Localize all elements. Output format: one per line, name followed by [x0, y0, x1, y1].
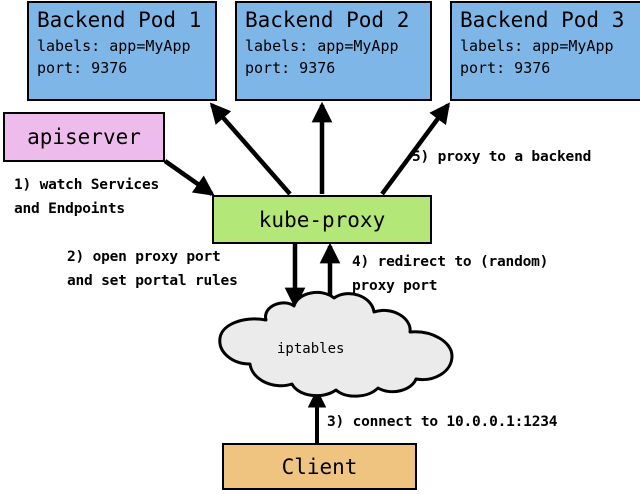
- node-client[interactable]: Client: [222, 443, 417, 490]
- pod-1-port: port: 9376: [37, 59, 128, 77]
- pod-3-port: port: 9376: [460, 59, 551, 77]
- kube-proxy-label: kube-proxy: [258, 207, 386, 232]
- edge-label-step5: 5) proxy to a backend: [412, 149, 592, 165]
- node-backend-pod-2[interactable]: Backend Pod 2 labels: app=MyApp port: 93…: [235, 1, 432, 101]
- edge-label-step1-line2: and Endpoints: [14, 201, 125, 217]
- edge-label-step2-line2: and set portal rules: [67, 273, 238, 289]
- edge-apiserver-to-kubeproxy: [163, 159, 215, 196]
- node-backend-pod-1[interactable]: Backend Pod 1 labels: app=MyApp port: 93…: [27, 1, 217, 101]
- pod-2-title: Backend Pod 2: [245, 8, 410, 32]
- edge-label-step3: 3) connect to 10.0.0.1:1234: [327, 414, 558, 430]
- edge-label-step4-line1: 4) redirect to (random): [352, 254, 549, 270]
- node-apiserver[interactable]: apiserver: [3, 112, 165, 162]
- pod-3-title: Backend Pod 3: [460, 8, 625, 32]
- pod-3-labels: labels: app=MyApp: [460, 37, 614, 55]
- node-backend-pod-3[interactable]: Backend Pod 3 labels: app=MyApp port: 93…: [450, 1, 640, 101]
- iptables-label: iptables: [277, 341, 345, 357]
- pod-2-labels: labels: app=MyApp: [245, 37, 399, 55]
- edge-label-step2-line1: 2) open proxy port: [67, 249, 221, 265]
- edge-label-step4-line2: proxy port: [352, 278, 438, 294]
- edge-kubeproxy-to-pod1: [209, 102, 292, 196]
- pod-1-title: Backend Pod 1: [37, 8, 202, 32]
- pod-1-labels: labels: app=MyApp: [37, 37, 191, 55]
- pod-2-port: port: 9376: [245, 59, 336, 77]
- client-label: Client: [281, 454, 358, 479]
- node-kube-proxy[interactable]: kube-proxy: [212, 195, 432, 244]
- edge-label-step1-line1: 1) watch Services: [14, 177, 160, 193]
- apiserver-label: apiserver: [27, 125, 141, 149]
